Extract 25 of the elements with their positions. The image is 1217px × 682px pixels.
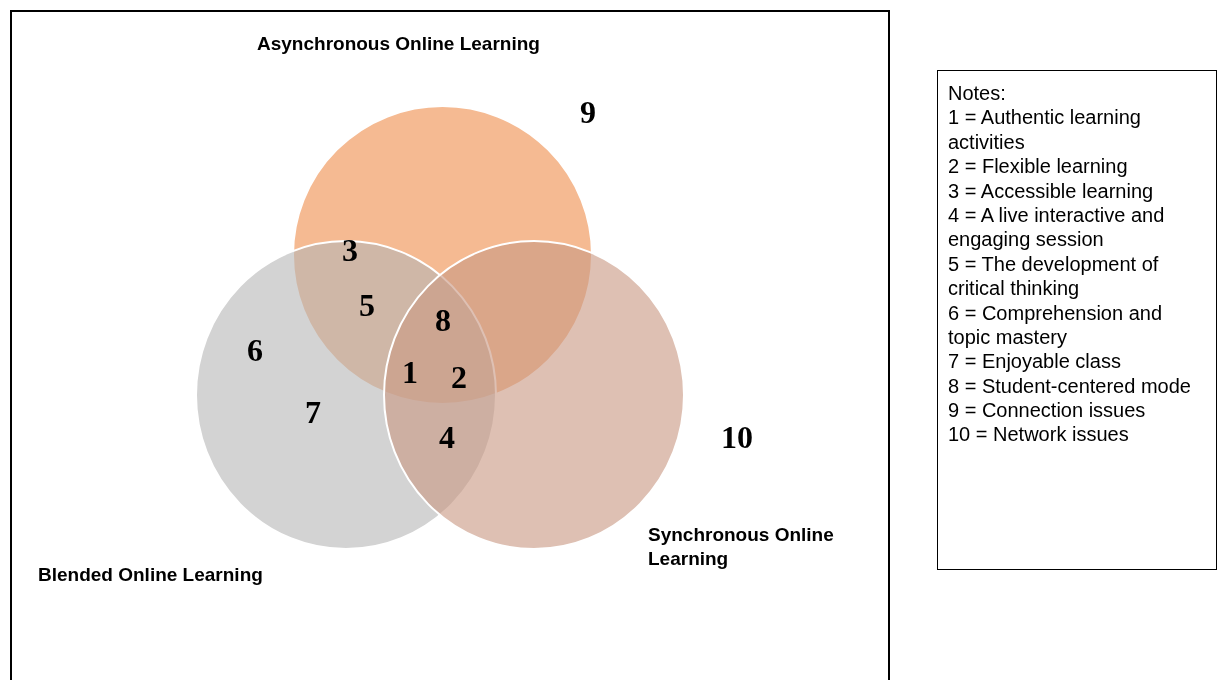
callout-number: 4 [439, 421, 455, 453]
note-text: 9 = Connection issues [948, 398, 1147, 423]
note-text: 3 = Accessible learning [948, 178, 1155, 203]
note-text: 4 = A live interactive and engaging session [948, 202, 1166, 252]
note-text: 10 = Network issues [948, 422, 1130, 447]
callout-number: 3 [342, 234, 358, 266]
set-label: Asynchronous Online Learning [257, 32, 540, 56]
notes-heading: Notes: [948, 81, 1007, 106]
callout-number: 2 [451, 361, 467, 393]
callout-number: 8 [435, 304, 451, 336]
set-label: Blended Online Learning [38, 563, 263, 587]
callout-number: 10 [721, 421, 753, 453]
callout-number: 6 [247, 334, 263, 366]
set-label: Synchronous Online Learning [648, 523, 835, 571]
note-text: 2 = Flexible learning [948, 154, 1129, 179]
callout-number: 7 [305, 396, 321, 428]
note-text: 6 = Comprehension and topic mastery [948, 300, 1164, 350]
note-text: 7 = Enjoyable class [948, 349, 1122, 374]
callout-number: 5 [359, 289, 375, 321]
notes-box [937, 70, 1217, 570]
callout-number: 9 [580, 96, 596, 128]
callout-number: 1 [402, 356, 418, 388]
note-text: 8 = Student-centered mode [948, 373, 1192, 399]
note-text: 1 = Authentic learning activities [948, 105, 1142, 155]
note-text: 5 = The development of critical thinking [948, 251, 1160, 301]
